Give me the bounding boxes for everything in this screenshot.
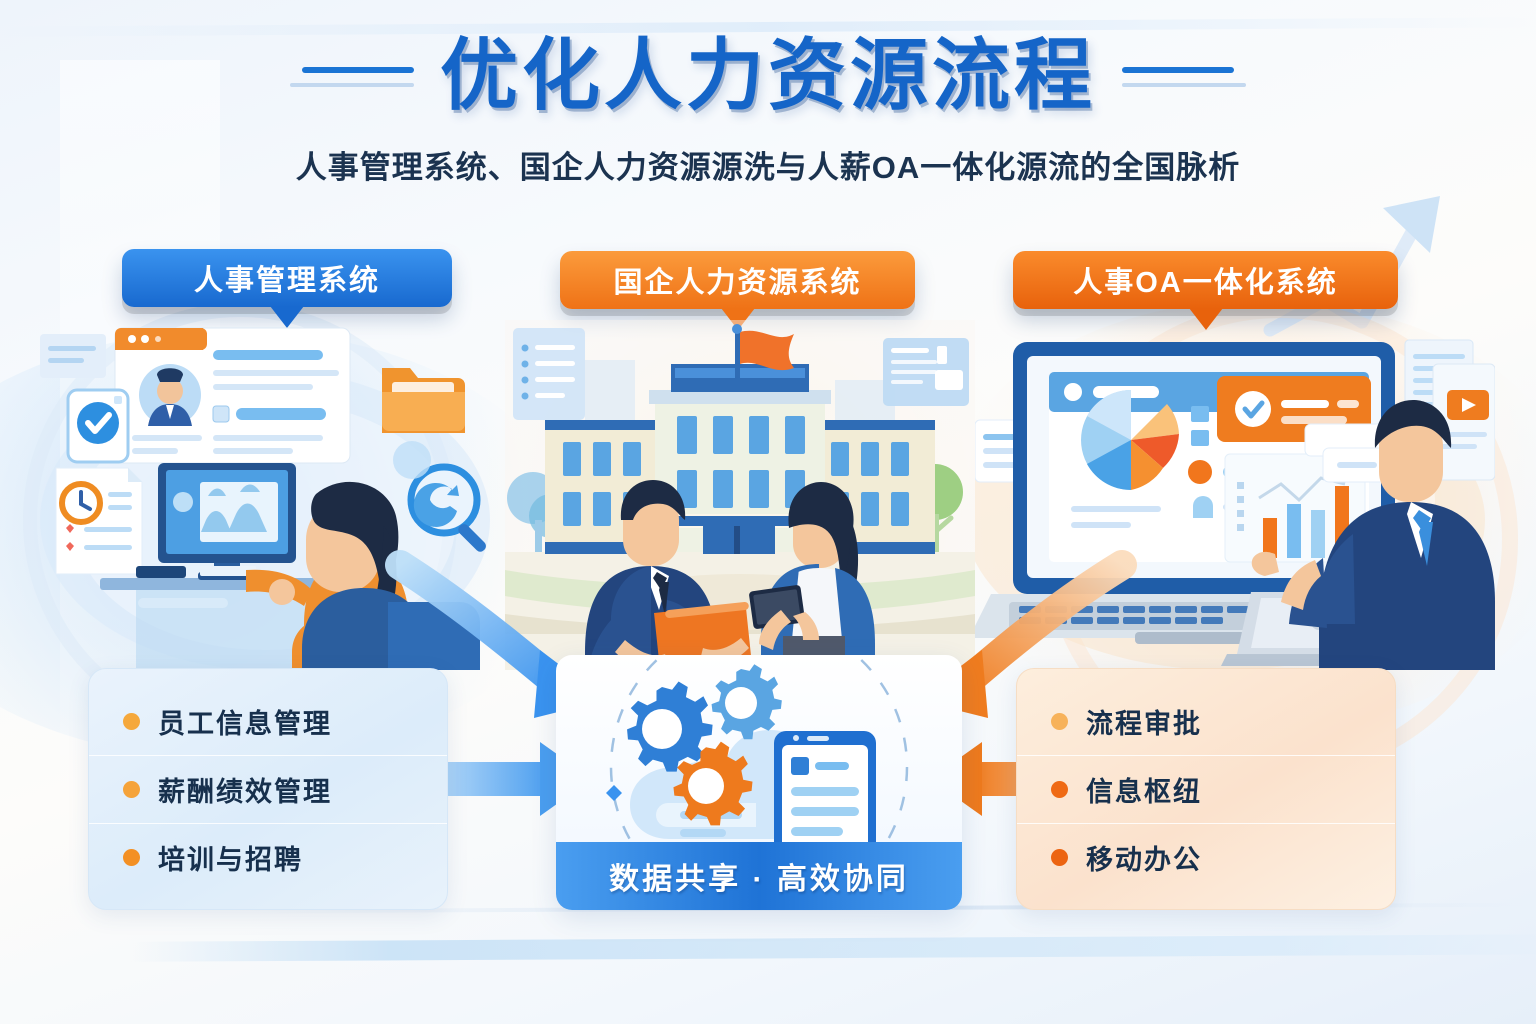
hub-caption: 数据共享 · 高效协同 bbox=[556, 842, 962, 910]
page-subtitle: 人事管理系统、国企人力资源源洗与人薪OA一体化源流的全国脉析 bbox=[295, 150, 1241, 185]
bullet-dot-icon bbox=[123, 781, 140, 798]
badge-pointer-icon bbox=[720, 308, 755, 330]
bullet-dot-icon bbox=[1051, 712, 1068, 730]
bullet-dot-icon bbox=[1051, 849, 1068, 866]
right-feature-list: 流程审批 信息枢纽 移动办公 bbox=[1016, 668, 1396, 910]
illustration-oa-dashboard bbox=[975, 320, 1495, 670]
badge-pointer-icon bbox=[270, 306, 304, 328]
hub-illustration bbox=[606, 655, 909, 910]
illustration-soe-building bbox=[505, 320, 975, 670]
bullet-dot-icon bbox=[123, 712, 140, 730]
list-item-label: 培训与招聘 bbox=[158, 845, 303, 875]
document-icon bbox=[774, 731, 876, 863]
clock-document-icon bbox=[55, 467, 143, 575]
illustration-hr-workspace bbox=[40, 320, 490, 670]
text-snippet-icon bbox=[40, 334, 106, 378]
badge-hr-system-label: 人事管理系统 bbox=[193, 265, 380, 297]
integration-hub: 数据共享 · 高效协同 bbox=[556, 655, 962, 910]
badge-soe-hr-system-label: 国企人力资源系统 bbox=[613, 267, 862, 299]
list-item-label: 流程审批 bbox=[1086, 708, 1202, 739]
left-feature-list: 员工信息管理 薪酬绩效管理 培训与招聘 bbox=[88, 668, 448, 910]
employee-profile-card-icon bbox=[114, 327, 351, 464]
badge-hr-system[interactable]: 人事管理系统 bbox=[122, 249, 452, 328]
business-woman-icon bbox=[749, 482, 875, 670]
magnifier-icon bbox=[393, 441, 486, 552]
badge-pointer-icon bbox=[1188, 308, 1223, 330]
page-title: 优化人力资源流程 bbox=[439, 31, 1096, 119]
id-card-document-icon bbox=[883, 338, 969, 406]
list-item-label: 信息枢纽 bbox=[1086, 777, 1202, 807]
dashed-orbit-icon bbox=[606, 655, 909, 910]
list-item-label: 薪酬绩效管理 bbox=[158, 777, 332, 807]
list-item[interactable]: 流程审批 bbox=[1017, 687, 1395, 755]
background-stripe-bottom bbox=[129, 934, 1536, 962]
bullet-dot-icon bbox=[123, 849, 140, 866]
badge-oa-system-label: 人事OA一体化系统 bbox=[1073, 267, 1338, 299]
gear-icon bbox=[673, 741, 753, 826]
badge-soe-hr-system[interactable]: 国企人力资源系统 bbox=[560, 251, 915, 330]
list-item-label: 员工信息管理 bbox=[158, 708, 332, 739]
gear-icon bbox=[627, 681, 713, 772]
checklist-document-icon bbox=[513, 328, 585, 420]
bullet-dot-icon bbox=[1051, 781, 1068, 798]
pie-chart-icon bbox=[1081, 389, 1179, 491]
list-item[interactable]: 移动办公 bbox=[1017, 823, 1395, 891]
title-row: 优化人力资源流程 bbox=[0, 36, 1536, 114]
badge-oa-system[interactable]: 人事OA一体化系统 bbox=[1013, 251, 1398, 330]
list-item[interactable]: 信息枢纽 bbox=[1017, 755, 1395, 823]
list-item[interactable]: 培训与招聘 bbox=[89, 823, 447, 891]
list-item[interactable]: 员工信息管理 bbox=[89, 687, 447, 755]
check-badge-icon bbox=[66, 388, 130, 464]
folder-icon bbox=[382, 368, 465, 433]
list-item-label: 移动办公 bbox=[1086, 845, 1202, 875]
gear-icon bbox=[711, 664, 782, 740]
list-item[interactable]: 薪酬绩效管理 bbox=[89, 755, 447, 823]
business-man-icon bbox=[1251, 400, 1495, 670]
